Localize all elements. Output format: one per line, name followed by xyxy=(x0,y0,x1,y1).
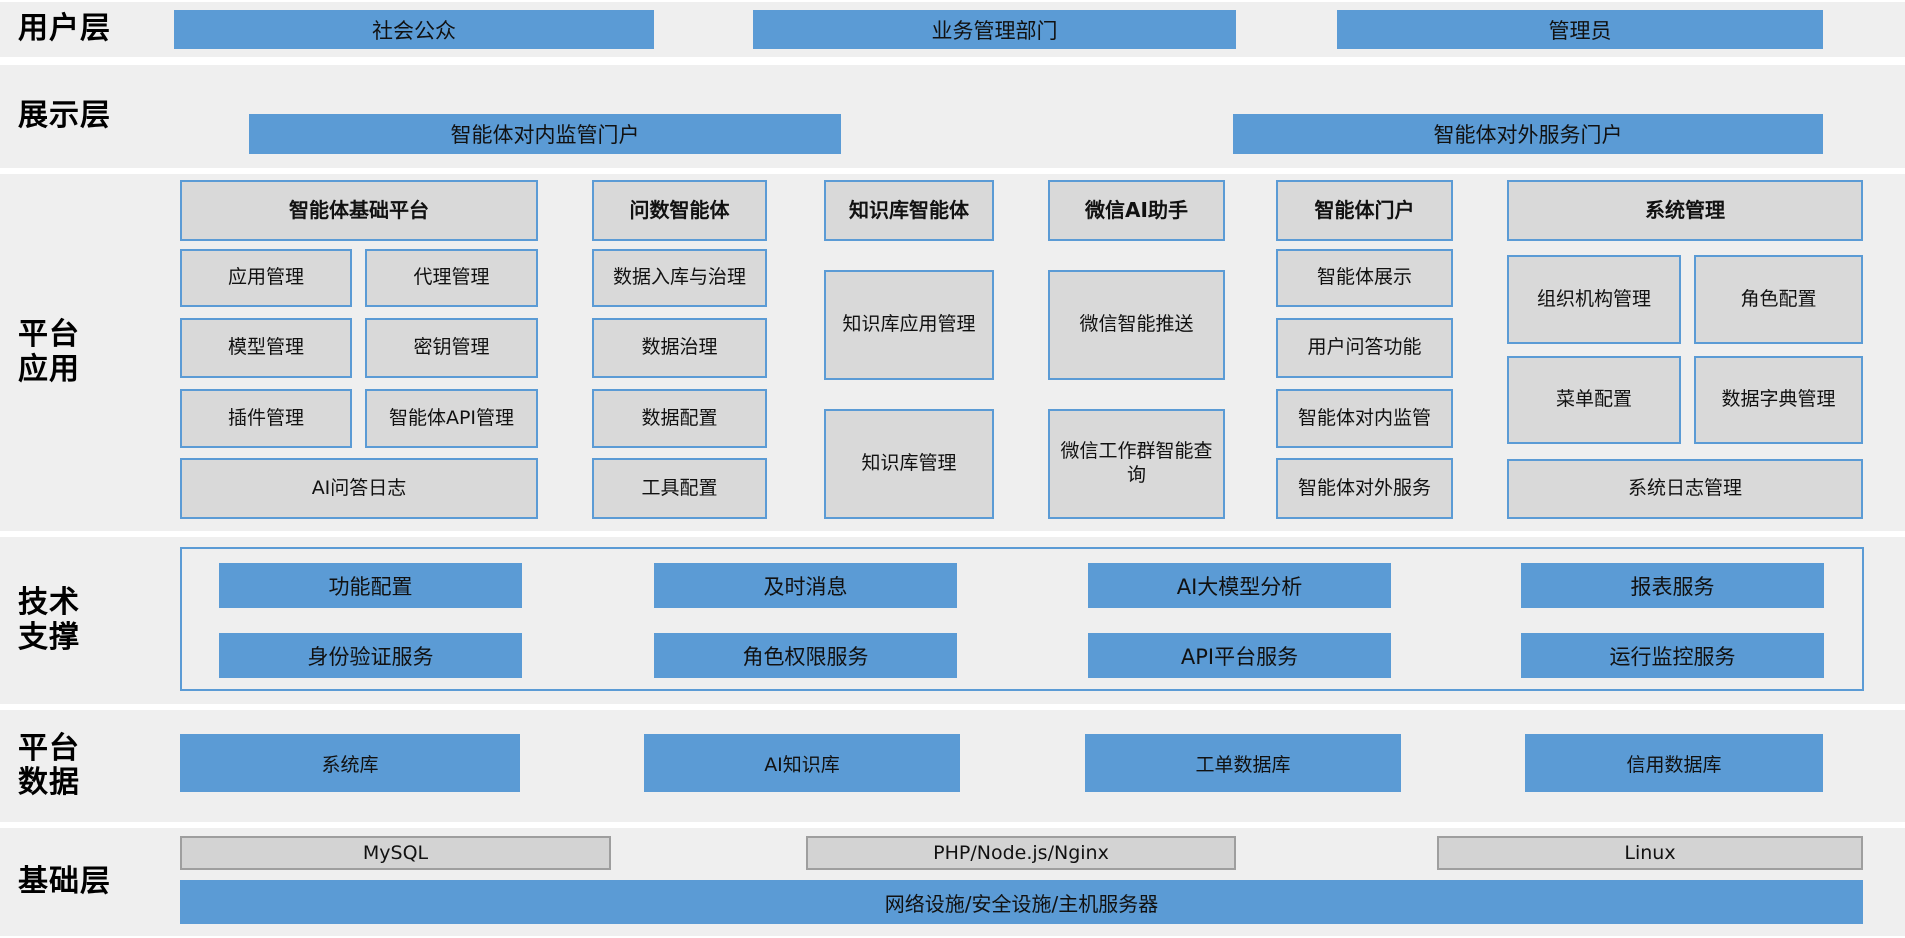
bar-ai-knowledge-db: AI知识库 xyxy=(644,734,960,792)
bar-ai-llm-analysis: AI大模型分析 xyxy=(1088,563,1391,608)
platform-data-layer-label: 平台 数据 xyxy=(18,710,80,822)
tech-support-label-line2: 支撑 xyxy=(18,619,80,655)
box-mysql: MySQL xyxy=(180,836,611,870)
box-linux: Linux xyxy=(1437,836,1863,870)
bar-internal-portal: 智能体对内监管门户 xyxy=(249,114,841,154)
box-menu-config: 菜单配置 xyxy=(1507,356,1681,444)
box-agent-api-management: 智能体API管理 xyxy=(365,389,538,448)
infra-layer-label: 基础层 xyxy=(18,828,111,936)
tech-support-layer-label: 技术 支撑 xyxy=(18,537,80,704)
user-layer-label: 用户层 xyxy=(18,2,111,57)
bar-network-security-host-infra: 网络设施/安全设施/主机服务器 xyxy=(180,880,1863,924)
display-layer-label-text: 展示层 xyxy=(18,98,111,134)
bar-social-public: 社会公众 xyxy=(174,10,654,49)
box-plugin-management: 插件管理 xyxy=(180,389,352,448)
bar-business-dept: 业务管理部门 xyxy=(753,10,1236,49)
box-knowledge-management: 知识库管理 xyxy=(824,409,994,519)
box-role-config: 角色配置 xyxy=(1694,255,1863,344)
tech-support-label-line1: 技术 xyxy=(18,585,80,620)
box-wechat-smart-push: 微信智能推送 xyxy=(1048,270,1225,380)
bar-work-order-db: 工单数据库 xyxy=(1085,734,1401,792)
infra-layer-label-text: 基础层 xyxy=(18,863,111,899)
bar-identity-verification-service: 身份验证服务 xyxy=(219,633,522,678)
band-platform-data-layer: 平台 数据 系统库 AI知识库 工单数据库 信用数据库 xyxy=(0,710,1905,822)
box-agent-external-service: 智能体对外服务 xyxy=(1276,458,1453,519)
band-platform-app-layer: 平台 应用 智能体基础平台 应用管理 代理管理 模型管理 密钥管理 插件管理 智… xyxy=(0,174,1905,531)
box-org-structure-management: 组织机构管理 xyxy=(1507,255,1681,344)
box-agent-management: 代理管理 xyxy=(365,249,538,307)
platform-data-label-line2: 数据 xyxy=(18,765,80,800)
bar-external-portal: 智能体对外服务门户 xyxy=(1233,114,1823,154)
bar-api-platform-service: API平台服务 xyxy=(1088,633,1391,678)
bar-role-permission-service: 角色权限服务 xyxy=(654,633,957,678)
box-app-management: 应用管理 xyxy=(180,249,352,307)
box-knowledge-app-management: 知识库应用管理 xyxy=(824,270,994,380)
box-key-management: 密钥管理 xyxy=(365,318,538,378)
bar-system-db: 系统库 xyxy=(180,734,520,792)
display-layer-label: 展示层 xyxy=(18,65,111,168)
band-display-layer: 展示层 智能体对内监管门户 智能体对外服务门户 xyxy=(0,65,1905,168)
box-data-governance: 数据治理 xyxy=(592,318,767,378)
platform-app-label-line2: 应用 xyxy=(18,351,80,387)
bar-runtime-monitor-service: 运行监控服务 xyxy=(1521,633,1824,678)
box-agent-showcase: 智能体展示 xyxy=(1276,249,1453,307)
box-data-dictionary-management: 数据字典管理 xyxy=(1694,356,1863,444)
box-system-log-management: 系统日志管理 xyxy=(1507,459,1863,519)
box-agent-internal-supervision: 智能体对内监管 xyxy=(1276,389,1453,448)
band-tech-support-layer: 技术 支撑 功能配置 及时消息 AI大模型分析 报表服务 身份验证服务 角色权限… xyxy=(0,537,1905,704)
box-tool-config: 工具配置 xyxy=(592,458,767,519)
user-layer-label-text: 用户层 xyxy=(18,11,111,47)
box-data-ingest-governance: 数据入库与治理 xyxy=(592,249,767,307)
box-user-qa-function: 用户问答功能 xyxy=(1276,318,1453,378)
bar-report-service: 报表服务 xyxy=(1521,563,1824,608)
platform-app-layer-label: 平台 应用 xyxy=(18,174,80,531)
col-header-system-management: 系统管理 xyxy=(1507,180,1863,241)
box-data-config: 数据配置 xyxy=(592,389,767,448)
col-header-knowledge-agent: 知识库智能体 xyxy=(824,180,994,241)
box-php-nodejs-nginx: PHP/Node.js/Nginx xyxy=(806,836,1236,870)
tech-support-outline xyxy=(180,547,1864,691)
col-header-wechat-ai-assistant: 微信AI助手 xyxy=(1048,180,1225,241)
platform-app-label-line1: 平台 xyxy=(18,317,80,352)
box-model-management: 模型管理 xyxy=(180,318,352,378)
band-user-layer: 用户层 社会公众 业务管理部门 管理员 xyxy=(0,2,1905,57)
bar-credit-db: 信用数据库 xyxy=(1525,734,1823,792)
col-header-agent-base-platform: 智能体基础平台 xyxy=(180,180,538,241)
bar-instant-message: 及时消息 xyxy=(654,563,957,608)
box-ai-qa-log: AI问答日志 xyxy=(180,458,538,519)
bar-admin: 管理员 xyxy=(1337,10,1823,49)
col-header-agent-portal: 智能体门户 xyxy=(1276,180,1453,241)
col-header-data-query-agent: 问数智能体 xyxy=(592,180,767,241)
band-infra-layer: 基础层 MySQL PHP/Node.js/Nginx Linux 网络设施/安… xyxy=(0,828,1905,936)
box-wechat-workgroup-query: 微信工作群智能查询 xyxy=(1048,409,1225,519)
bar-function-config: 功能配置 xyxy=(219,563,522,608)
platform-data-label-line1: 平台 xyxy=(18,730,80,766)
